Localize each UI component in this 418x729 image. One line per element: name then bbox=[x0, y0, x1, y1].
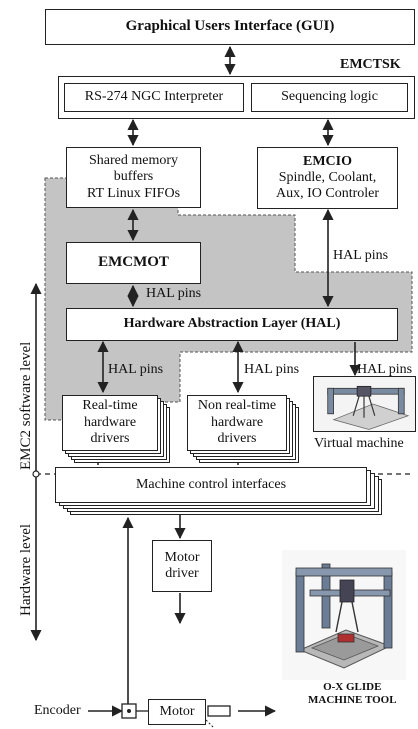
mci-box: Machine control interfaces bbox=[55, 467, 367, 503]
nrt-line-2: hardware bbox=[210, 414, 264, 430]
emcmot-box: EMCMOT bbox=[66, 242, 201, 284]
emcio-line-2: Aux, IO Controler bbox=[275, 186, 380, 202]
virtual-machine-image bbox=[313, 376, 416, 432]
hal-pins-rt: HAL pins bbox=[108, 362, 164, 377]
emcio-box: EMCIO Spindle, Coolant, Aux, IO Controle… bbox=[257, 147, 398, 209]
motor-driver-line-1: Motor bbox=[164, 549, 200, 565]
sequencing-box: Sequencing logic bbox=[251, 83, 408, 112]
hal-pins-vm: HAL pins bbox=[357, 362, 413, 377]
virtual-machine-label: Virtual machine bbox=[314, 436, 404, 451]
rt-drivers-box: Real-time hardware drivers bbox=[62, 395, 158, 451]
interpreter-box: RS-274 NGC Interpreter bbox=[64, 83, 244, 112]
machine-tool-drawing bbox=[295, 563, 393, 669]
nrt-drivers-box: Non real-time hardware drivers bbox=[187, 395, 287, 451]
nrt-drivers-stack: Non real-time hardware drivers bbox=[187, 395, 302, 465]
emctsk-label: EMCTSK bbox=[340, 57, 401, 72]
motor-driver-box: Motor driver bbox=[152, 540, 212, 592]
virtual-machine-drawing bbox=[327, 385, 410, 430]
hal-box: Hardware Abstraction Layer (HAL) bbox=[66, 308, 398, 341]
shared-memory-box: Shared memory buffers RT Linux FIFOs bbox=[66, 147, 201, 208]
shm-line-2: buffers bbox=[113, 169, 154, 185]
hal-pins-emcmot: HAL pins bbox=[146, 286, 202, 301]
hardware-level-label: Hardware level bbox=[18, 523, 34, 616]
machine-tool-image bbox=[282, 550, 406, 680]
nrt-line-1: Non real-time bbox=[197, 397, 277, 413]
emcio-title: EMCIO bbox=[303, 153, 352, 169]
emcio-line-1: Spindle, Coolant, bbox=[278, 169, 377, 185]
rt-drivers-stack: Real-time hardware drivers bbox=[62, 395, 172, 465]
rt-line-1: Real-time bbox=[82, 397, 138, 413]
mci-stack: Machine control interfaces bbox=[55, 467, 385, 519]
software-level-label: EMC2 software level bbox=[18, 341, 34, 470]
gui-box: Graphical Users Interface (GUI) bbox=[45, 9, 415, 45]
machine-tool-line-1: O-X GLIDE bbox=[323, 681, 382, 693]
nrt-line-3: drivers bbox=[217, 431, 257, 447]
shm-line-3: RT Linux FIFOs bbox=[86, 185, 181, 201]
rt-line-2: hardware bbox=[83, 414, 137, 430]
shm-line-1: Shared memory bbox=[88, 153, 179, 169]
motor-shaft bbox=[207, 705, 231, 717]
rt-line-3: drivers bbox=[90, 431, 130, 447]
hal-pins-emcio: HAL pins bbox=[333, 248, 389, 263]
machine-tool-line-2: MACHINE TOOL bbox=[308, 694, 397, 707]
motor-box: Motor bbox=[148, 699, 206, 725]
machine-tool-label: O-X GLIDE MACHINE TOOL bbox=[308, 681, 397, 707]
motor-driver-line-2: driver bbox=[165, 566, 199, 581]
encoder-label: Encoder bbox=[34, 703, 81, 718]
hal-pins-nrt: HAL pins bbox=[244, 362, 300, 377]
level-origin bbox=[32, 470, 40, 478]
